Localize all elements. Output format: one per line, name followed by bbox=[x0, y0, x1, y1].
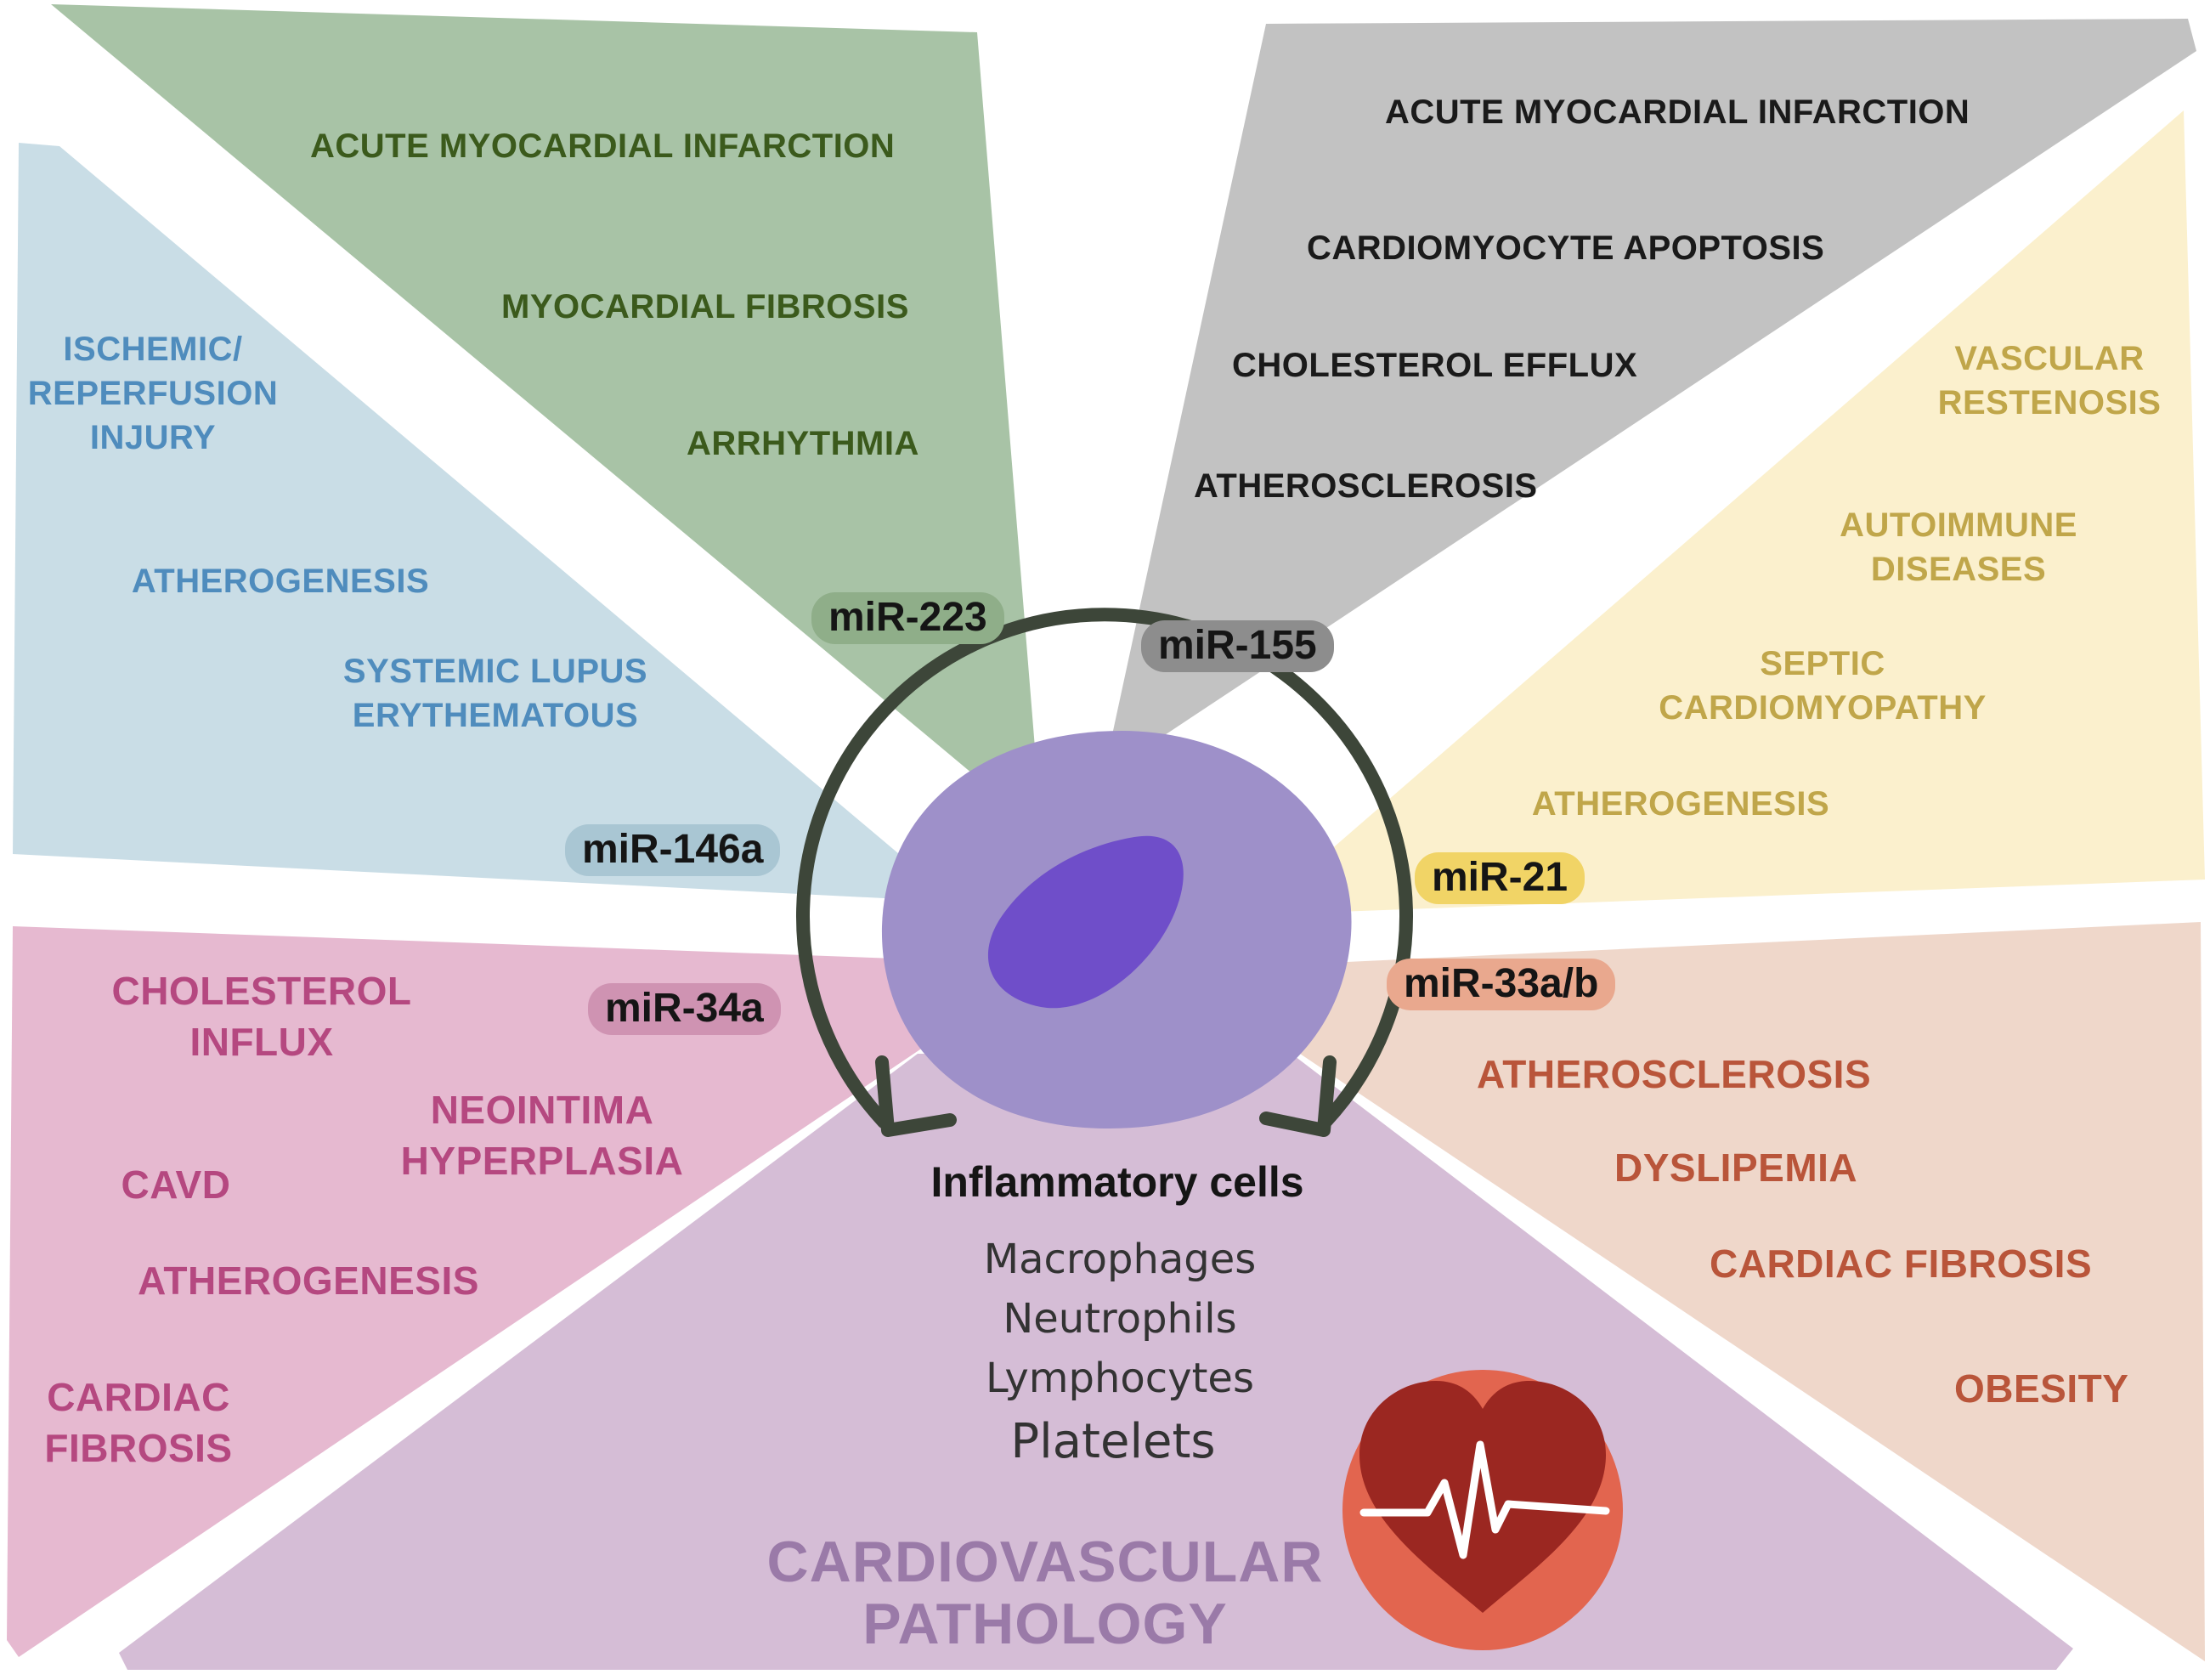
cell-type-platelets: Platelets bbox=[1010, 1414, 1216, 1469]
blue-item-2: ATHEROGENESIS bbox=[131, 563, 430, 600]
gray-item-1: ACUTE MYOCARDIAL INFARCTION bbox=[1385, 93, 1970, 131]
mirna-label-33ab: miR-33a/b bbox=[1387, 959, 1616, 1010]
pink-item-3: CAVD bbox=[121, 1162, 231, 1207]
heart-pulse-icon bbox=[1342, 1370, 1623, 1650]
cycle-arrow-icon bbox=[796, 608, 1413, 1137]
mirna-label-146a: miR-146a bbox=[565, 824, 781, 876]
green-item-1: ACUTE MYOCARDIAL INFARCTION bbox=[310, 127, 896, 165]
inflammatory-cells-title: Inflammatory cells bbox=[930, 1158, 1304, 1206]
pink-item-4: ATHEROGENESIS bbox=[138, 1259, 479, 1303]
yellow-panel bbox=[1292, 110, 2205, 914]
inflammatory-cell-icon bbox=[881, 731, 1352, 1129]
peach-item-4: OBESITY bbox=[1954, 1366, 2129, 1411]
green-panel bbox=[51, 4, 1035, 778]
mirna-label-21: miR-21 bbox=[1415, 852, 1585, 904]
gray-item-3: CHOLESTEROL EFFLUX bbox=[1232, 347, 1638, 384]
mirna-label-223: miR-223 bbox=[811, 592, 1004, 644]
cell-type-neutrophils: Neutrophils bbox=[1003, 1295, 1237, 1343]
gray-panel bbox=[1105, 19, 2196, 775]
blue-panel bbox=[13, 143, 909, 899]
green-item-2: MYOCARDIAL FIBROSIS bbox=[501, 288, 909, 325]
mirna-label-155: miR-155 bbox=[1141, 620, 1334, 672]
peach-item-2: DYSLIPEMIA bbox=[1614, 1145, 1858, 1190]
cell-type-lymphocytes: Lymphocytes bbox=[986, 1355, 1254, 1402]
green-item-3: ARRHYTHMIA bbox=[687, 425, 919, 462]
gray-item-2: CARDIOMYOCYTE APOPTOSIS bbox=[1307, 229, 1825, 267]
gray-item-4: ATHEROSCLEROSIS bbox=[1194, 467, 1538, 505]
mirna-label-34a: miR-34a bbox=[588, 983, 781, 1035]
yellow-item-4: ATHEROGENESIS bbox=[1531, 785, 1830, 823]
peach-item-3: CARDIAC FIBROSIS bbox=[1710, 1242, 2093, 1286]
pink-panel bbox=[7, 926, 952, 1657]
cell-type-macrophages: Macrophages bbox=[983, 1236, 1257, 1283]
peach-panel bbox=[1292, 922, 2205, 1661]
peach-item-1: ATHEROSCLEROSIS bbox=[1477, 1052, 1872, 1096]
